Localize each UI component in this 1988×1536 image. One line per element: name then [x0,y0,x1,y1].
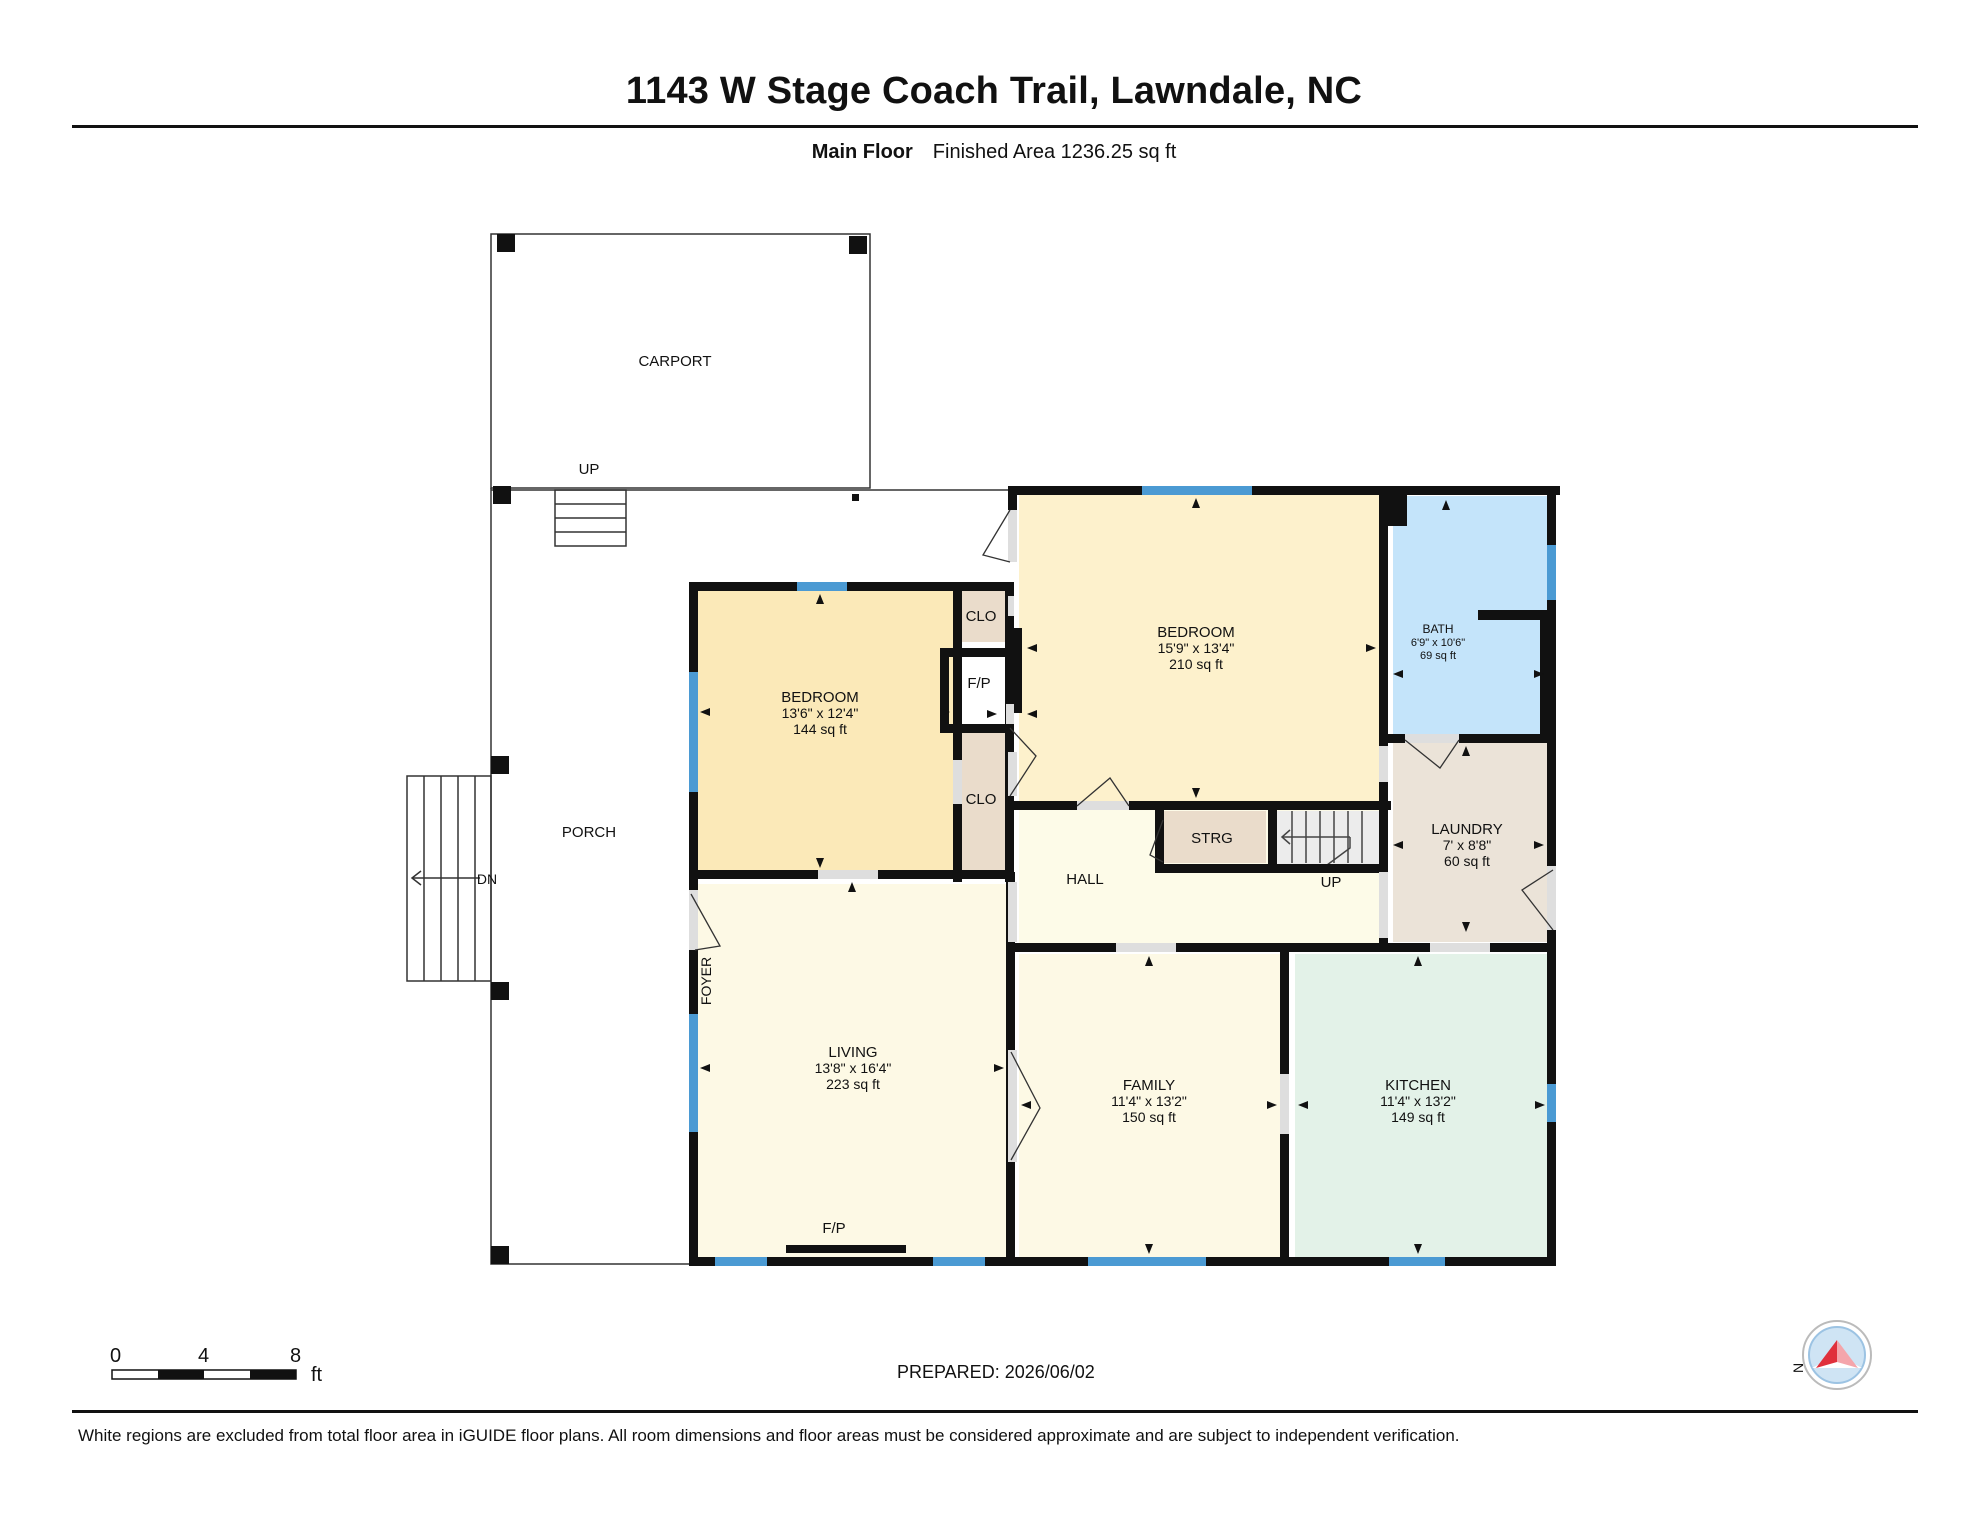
bath-area: 69 sq ft [1420,650,1456,662]
bedroom1-name: BEDROOM [1157,624,1235,641]
closet-lower-fill [962,730,1006,870]
disclaimer-text: White regions are excluded from total fl… [78,1426,1460,1445]
kitchen-name: KITCHEN [1385,1077,1451,1094]
scale-label-8: 8 [290,1345,302,1367]
post-carport-ne [849,236,867,254]
window-kitchen-e [1547,1084,1556,1122]
hall-label: HALL [1066,871,1104,888]
post-porch-n [493,486,511,504]
family-dims: 11'4" x 13'2" [1111,1093,1187,1109]
scale-label-4: 4 [198,1345,210,1367]
porch-label: PORCH [562,824,616,841]
window-bath [1547,545,1556,600]
carport-label: CARPORT [638,353,711,370]
living-fp-label: F/P [822,1220,845,1237]
stair-area-fill [1277,811,1382,871]
bedroom1-dims: 15'9" x 13'4" [1158,640,1235,656]
carport-outline [490,233,871,489]
post-porch-mid1 [491,756,509,774]
bedroom1-fill [1019,495,1382,802]
header-divider [72,125,1918,128]
laundry-name: LAUNDRY [1431,821,1502,838]
bedroom2-fill [697,590,953,877]
page-title: 1143 W Stage Coach Trail, Lawndale, NC [625,70,1363,112]
bedroom2-dims: 13'6" x 12'4" [782,705,859,721]
kitchen-dims: 11'4" x 13'2" [1380,1093,1456,1109]
bedroom1-area: 210 sq ft [1169,656,1223,672]
dimension-ticks [700,498,1545,1254]
closet-lower-label: CLO [966,791,997,808]
window-family [1088,1257,1206,1266]
foyer-label: FOYER [698,957,714,1005]
floor-subtitle: Main Floor Finished Area 1236.25 sq ft [0,141,1988,164]
family-name: FAMILY [1123,1077,1175,1094]
living-dims: 13'8" x 16'4" [815,1060,892,1076]
finished-area: Finished Area 1236.25 sq ft [932,141,1177,163]
post-carport-nw [497,234,515,252]
carport-steps [554,489,627,547]
carport-up-label: UP [579,461,600,478]
svg-text:N: N [1790,1363,1806,1373]
floor-name: Main Floor [811,141,913,163]
porch-dn-label: DN [477,871,497,887]
window-living-side [689,1014,698,1132]
living-fill [697,884,1007,1257]
post-porch-small [852,494,859,501]
closet-upper-fill [962,590,1006,642]
scale-bar [111,1369,297,1380]
bath-name: BATH [1422,622,1453,636]
door-swings [690,509,1554,1161]
post-porch-s [491,1246,509,1264]
laundry-area: 60 sq ft [1444,853,1490,869]
laundry-fill [1393,742,1547,942]
bedroom2-name: BEDROOM [781,689,859,706]
scale-label-0: 0 [110,1345,122,1367]
storage-fill [1163,811,1266,863]
fp-small-label: F/P [967,675,990,692]
north-compass-icon: N [1790,1320,1872,1390]
scale-unit: ft [311,1364,323,1386]
kitchen-fill [1295,954,1548,1257]
window-bedroom2-top [797,582,847,591]
prepared-date: PREPARED: 2026/06/02 [897,1362,1095,1382]
bath-dims: 6'9" x 10'6" [1411,637,1465,649]
family-area: 150 sq ft [1122,1109,1176,1125]
laundry-dims: 7' x 8'8" [1443,837,1491,853]
windows [689,486,1556,1266]
window-bedroom2-side [689,672,698,792]
closet-upper-label: CLO [966,608,997,625]
porch-outline [490,488,689,1265]
kitchen-area: 149 sq ft [1391,1109,1445,1125]
living-name: LIVING [828,1044,877,1061]
bedroom2-area: 144 sq ft [793,721,847,737]
porch-steps [406,775,492,982]
post-porch-mid2 [491,982,509,1000]
storage-label: STRG [1191,830,1233,847]
footer-divider [72,1410,1918,1413]
window-bedroom1 [1142,486,1252,495]
window-kitchen-s [1389,1257,1445,1266]
window-living-s1 [715,1257,767,1266]
door-openings [689,510,1556,1162]
hall-up-label: UP [1321,874,1342,891]
hall-stairs [1280,811,1363,869]
window-living-s2 [933,1257,985,1266]
family-fill [1019,954,1280,1257]
living-area: 223 sq ft [826,1076,880,1092]
